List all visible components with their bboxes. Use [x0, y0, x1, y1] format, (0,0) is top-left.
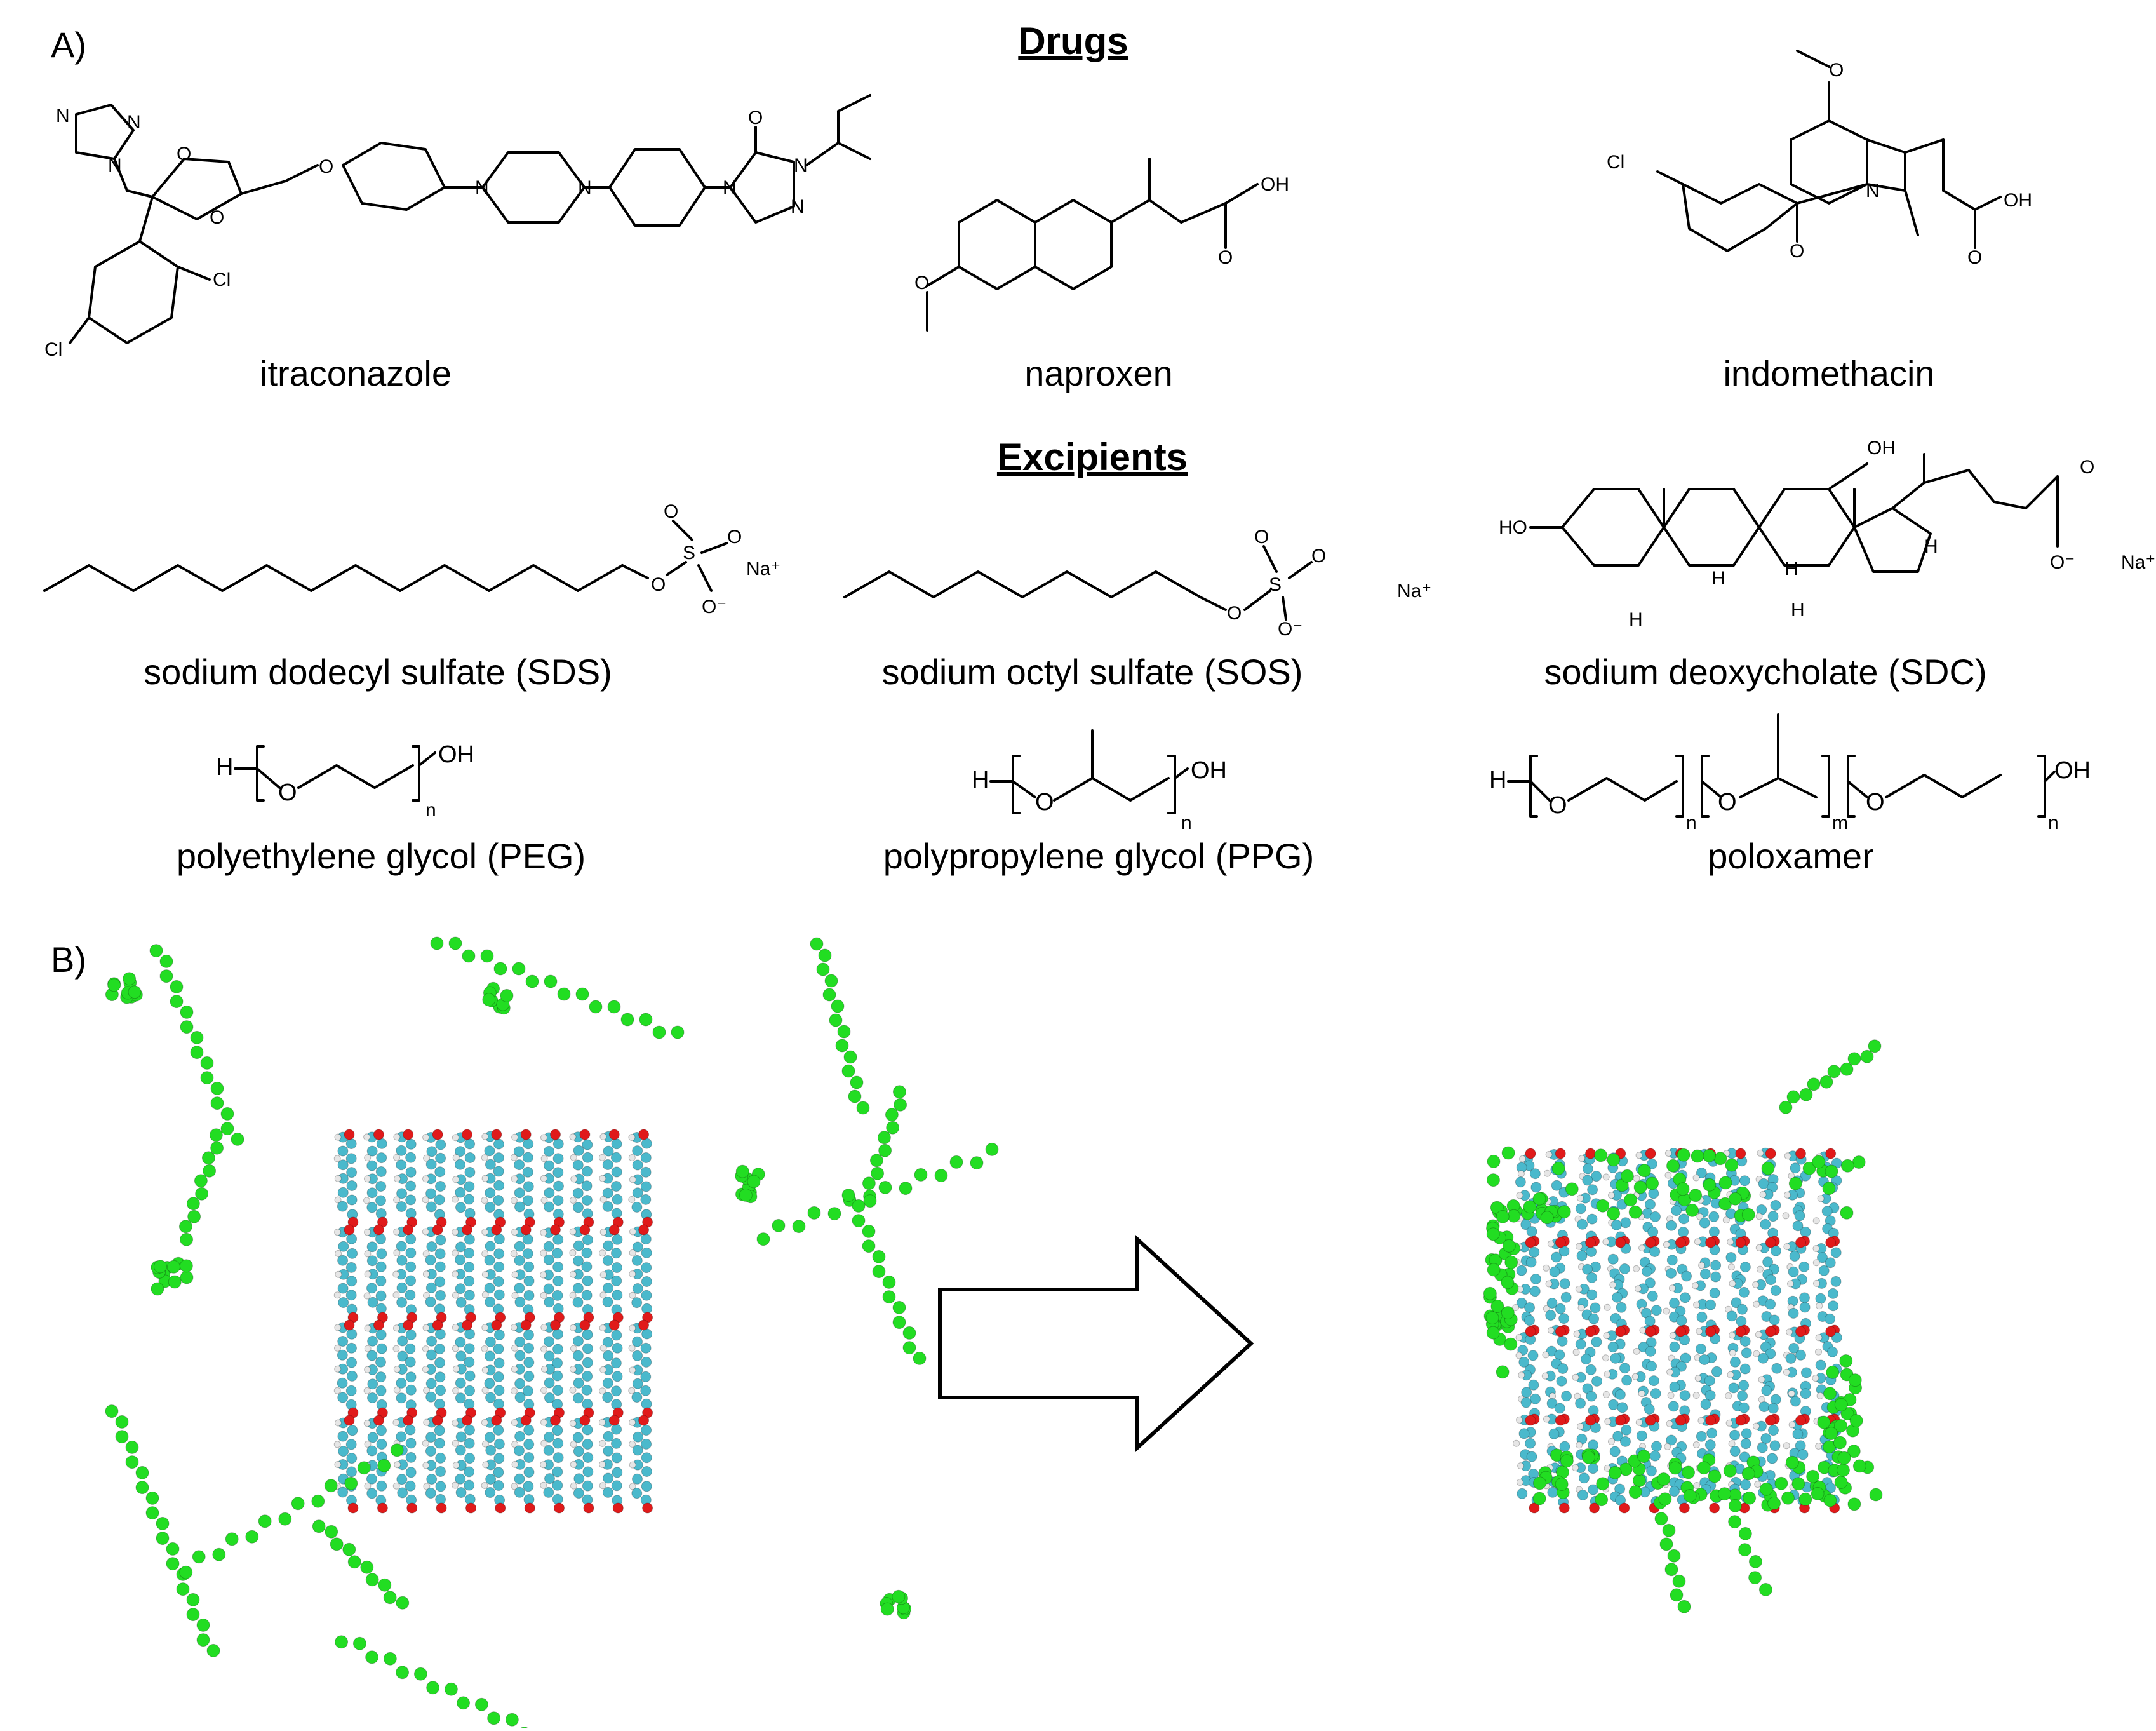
atom-label: O — [1035, 789, 1054, 816]
atom-label: N — [56, 105, 70, 126]
itraconazole-structure: N N N O O O Cl Cl N N N N N O — [44, 94, 871, 360]
drug-crystal-final — [1512, 1147, 1842, 1514]
atom-label: H — [1784, 558, 1798, 579]
atom-label: O — [1311, 546, 1326, 567]
excipient-name-peg: polyethylene glycol (PEG) — [176, 836, 586, 876]
atom-label: O — [748, 107, 763, 128]
atom-label: O⁻ — [2050, 552, 2075, 573]
excipient-name-sos: sodium octyl sulfate (SOS) — [881, 652, 1303, 692]
atom-label: H — [216, 754, 233, 781]
atom-label: O — [2080, 457, 2094, 478]
atom-label: H — [1711, 568, 1725, 589]
atom-label: N — [791, 196, 805, 217]
atom-label: O — [210, 207, 224, 228]
atom-label: n — [1181, 812, 1192, 833]
atom-label: Na⁺ — [2121, 552, 2155, 573]
atom-label: Cl — [1607, 152, 1624, 173]
atom-label: OH — [2054, 757, 2091, 784]
atom-label: O — [1967, 247, 1982, 268]
atom-label: N — [723, 177, 737, 198]
ppg-structure: H O n OH — [972, 729, 1227, 833]
atom-label: N — [127, 112, 141, 133]
atom-label: O⁻ — [702, 596, 726, 617]
drug-name-itraconazole: itraconazole — [260, 353, 452, 393]
atom-label: O — [1718, 789, 1737, 816]
sos-structure: O S O O O⁻ Na⁺ — [843, 527, 1431, 640]
atom-label: O — [1254, 527, 1269, 548]
arrow-right-icon — [938, 1234, 1254, 1453]
atom-label: OH — [1867, 438, 1896, 459]
atom-label: O — [1790, 241, 1804, 262]
atom-label: H — [972, 767, 989, 793]
drugs-heading: Drugs — [1018, 20, 1128, 62]
indomethacin-structure: O N OH O O Cl — [1607, 50, 2032, 268]
peg-structure: H O n OH — [216, 741, 474, 821]
atom-label: S — [1269, 574, 1282, 595]
drug-name-indomethacin: indomethacin — [1723, 353, 1935, 393]
atom-label: O — [1866, 789, 1885, 816]
atom-label: O — [177, 144, 191, 165]
sdc-structure: HO OH O O⁻ Na⁺ H H H H H — [1499, 438, 2155, 630]
atom-label: O — [664, 501, 678, 522]
atom-label: n — [1686, 812, 1697, 833]
atom-label: O — [1218, 247, 1233, 268]
drug-name-naproxen: naproxen — [1024, 353, 1173, 393]
atom-label: O — [727, 527, 742, 548]
atom-label: H — [1489, 767, 1506, 793]
atom-label: OH — [2004, 190, 2032, 211]
excipient-name-sds: sodium dodecyl sulfate (SDS) — [144, 652, 612, 692]
atom-label: O — [914, 273, 929, 293]
atom-label: N — [108, 155, 122, 176]
atom-label: n — [425, 800, 436, 821]
excipient-name-poloxamer: poloxamer — [1708, 836, 1874, 876]
atom-label: OH — [1191, 757, 1227, 784]
atom-label: N — [1866, 180, 1880, 201]
atom-label: HO — [1499, 517, 1527, 538]
sds-structure: O S O O O⁻ Na⁺ — [43, 501, 780, 617]
md-simulation-figure — [105, 936, 1883, 1728]
excipient-molecules-adsorbed — [1483, 1039, 1883, 1613]
excipients-heading: Excipients — [996, 436, 1188, 478]
atom-label: O — [278, 779, 297, 806]
atom-label: OH — [438, 741, 474, 768]
atom-label: O — [1829, 60, 1844, 81]
atom-label: S — [683, 542, 695, 563]
atom-label: m — [1832, 812, 1848, 833]
panel-label-a: A) — [51, 25, 86, 65]
atom-label: Cl — [44, 339, 62, 360]
atom-label: O⁻ — [1278, 619, 1302, 640]
atom-label: N — [794, 155, 808, 176]
atom-label: Cl — [213, 269, 231, 290]
atom-label: Na⁺ — [1397, 581, 1431, 602]
atom-label: O — [1548, 792, 1567, 819]
naproxen-structure: OH O O — [914, 158, 1289, 332]
atom-label: N — [475, 177, 489, 198]
panel-label-b: B) — [51, 940, 86, 980]
excipient-name-ppg: polypropylene glycol (PPG) — [883, 836, 1315, 876]
drug-crystal-initial — [333, 1129, 653, 1514]
excipient-molecules-free — [105, 936, 999, 1728]
atom-label: n — [2048, 812, 2059, 833]
atom-label: O — [1227, 603, 1242, 624]
atom-label: H — [1629, 609, 1643, 630]
atom-label: OH — [1261, 174, 1289, 195]
atom-label: H — [1791, 600, 1805, 621]
atom-label: O — [319, 156, 333, 177]
atom-label: O — [651, 574, 666, 595]
atom-label: H — [1924, 536, 1938, 557]
poloxamer-structure: H O n O m O n OH — [1489, 713, 2091, 833]
excipient-name-sdc: sodium deoxycholate (SDC) — [1544, 652, 1987, 692]
atom-label: Na⁺ — [746, 558, 780, 579]
